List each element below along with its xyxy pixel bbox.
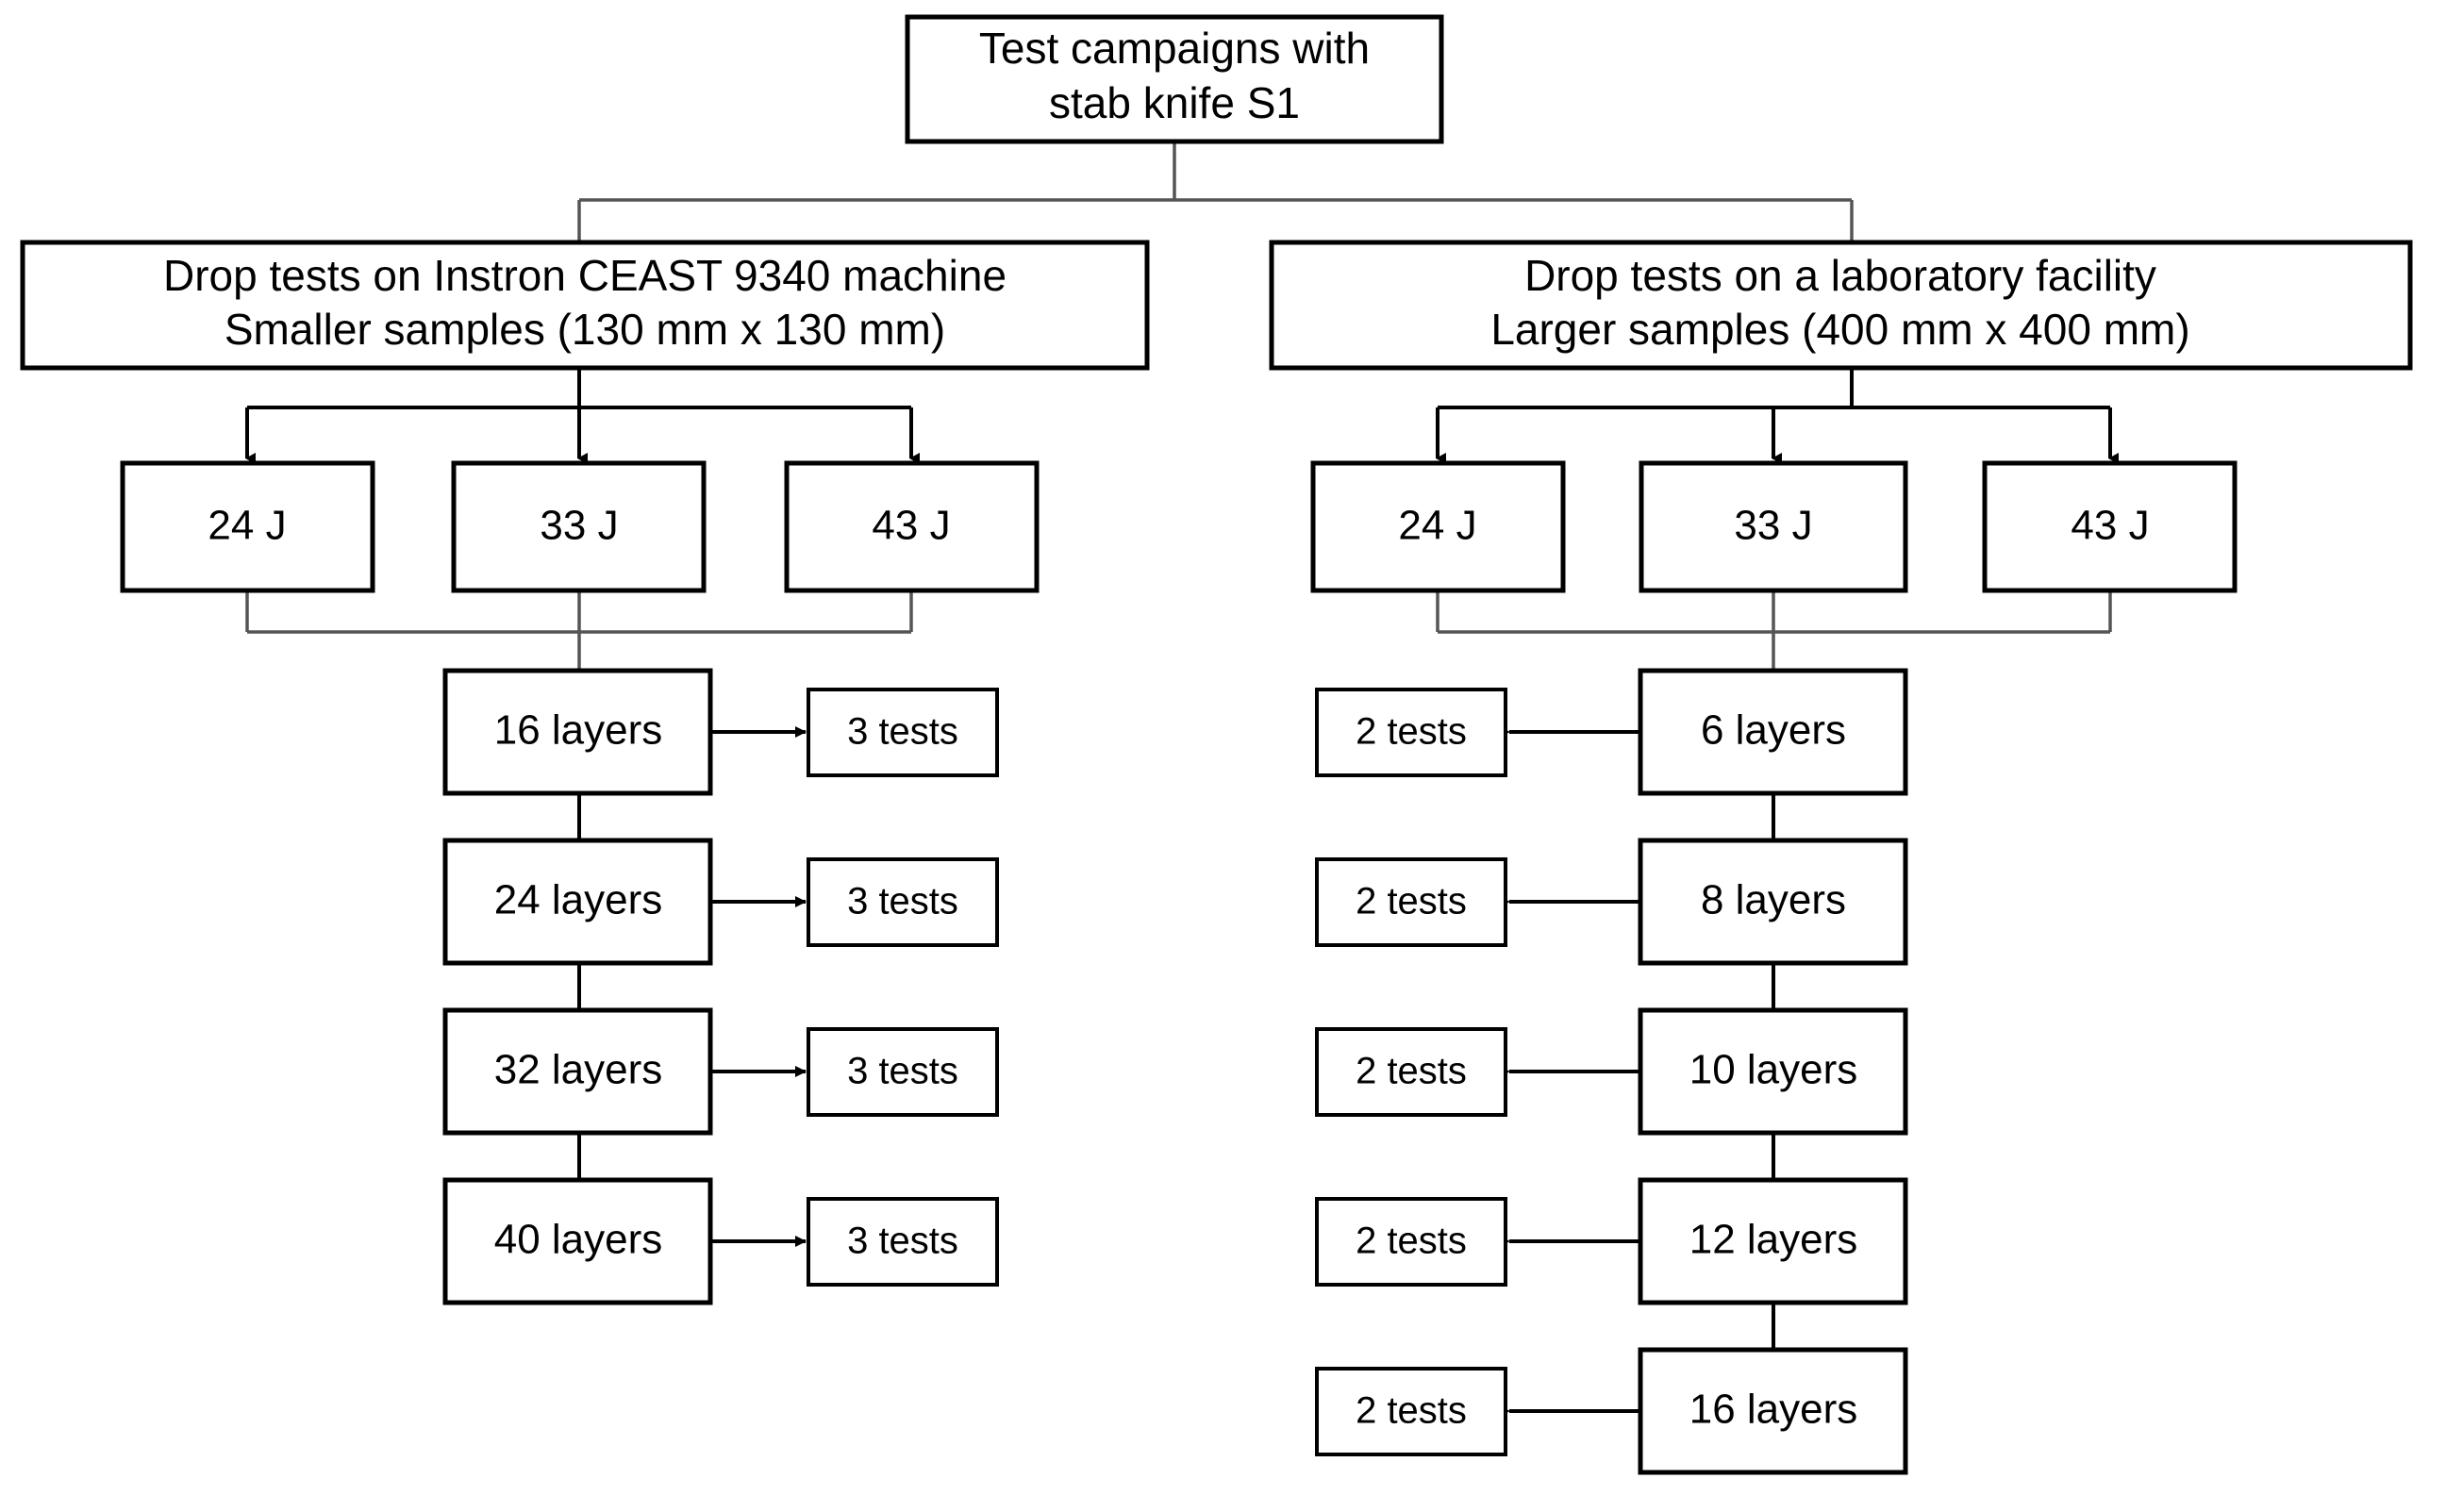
node-energy-laboratory-24j[interactable]: 24 J bbox=[1310, 460, 1566, 593]
node-header-laboratory[interactable]: Drop tests on a laboratory facility Larg… bbox=[1269, 240, 2413, 371]
edge-root-to-split bbox=[577, 141, 1854, 242]
tests-instron-0-box bbox=[807, 688, 999, 777]
tests-laboratory-1-box bbox=[1315, 857, 1507, 947]
layer-laboratory-4-label: 16 layers bbox=[1689, 1387, 1858, 1433]
energy-instron-2-label: 43 J bbox=[872, 503, 950, 549]
layer-laboratory-2-label: 10 layers bbox=[1689, 1047, 1858, 1093]
layer-laboratory-4-box bbox=[1638, 1347, 1908, 1475]
energy-instron-0-box bbox=[120, 460, 375, 593]
node-tests-laboratory-2[interactable]: 2 tests bbox=[1315, 1027, 1507, 1117]
layer-laboratory-0-label: 6 layers bbox=[1701, 707, 1846, 754]
tests-instron-3-box bbox=[807, 1197, 999, 1287]
node-layer-instron-32[interactable]: 32 layers bbox=[442, 1007, 713, 1136]
node-layer-laboratory-12[interactable]: 12 layers bbox=[1638, 1177, 1908, 1305]
energy-laboratory-1-label: 33 J bbox=[1734, 503, 1812, 549]
layer-instron-3-box bbox=[442, 1177, 713, 1305]
energy-laboratory-1-box bbox=[1639, 460, 1908, 593]
tests-laboratory-4-label: 2 tests bbox=[1356, 1390, 1467, 1432]
tests-instron-1-box bbox=[807, 857, 999, 947]
node-layer-instron-24[interactable]: 24 layers bbox=[442, 838, 713, 966]
energy-instron-2-box bbox=[784, 460, 1040, 593]
layer-laboratory-3-box bbox=[1638, 1177, 1908, 1305]
tests-laboratory-2-box bbox=[1315, 1027, 1507, 1117]
layer-laboratory-2-box bbox=[1638, 1007, 1908, 1136]
energy-instron-1-label: 33 J bbox=[540, 503, 618, 549]
layer-instron-0-box bbox=[442, 668, 713, 796]
header-instron-line2: Smaller samples (130 mm x 130 mm) bbox=[225, 305, 945, 354]
tests-instron-1-label: 3 tests bbox=[847, 881, 958, 922]
tests-laboratory-0-box bbox=[1315, 688, 1507, 777]
layer-instron-1-box bbox=[442, 838, 713, 966]
energy-instron-1-box bbox=[451, 460, 707, 593]
node-layer-instron-16[interactable]: 16 layers bbox=[442, 668, 713, 796]
node-tests-instron-0[interactable]: 3 tests bbox=[807, 688, 999, 777]
node-tests-instron-2[interactable]: 3 tests bbox=[807, 1027, 999, 1117]
layer-instron-2-box bbox=[442, 1007, 713, 1136]
tests-laboratory-3-label: 2 tests bbox=[1356, 1221, 1467, 1262]
layer-instron-3-label: 40 layers bbox=[494, 1217, 663, 1263]
layer-laboratory-3-label: 12 layers bbox=[1689, 1217, 1858, 1263]
tests-laboratory-2-label: 2 tests bbox=[1356, 1051, 1467, 1092]
layer-laboratory-1-label: 8 layers bbox=[1701, 877, 1846, 923]
tests-instron-2-box bbox=[807, 1027, 999, 1117]
node-layer-laboratory-6[interactable]: 6 layers bbox=[1638, 668, 1908, 796]
header-instron-line1: Drop tests on Instron CEAST 9340 machine bbox=[163, 251, 1007, 300]
node-tests-instron-3[interactable]: 3 tests bbox=[807, 1197, 999, 1287]
energy-laboratory-2-box bbox=[1982, 460, 2238, 593]
node-tests-instron-1[interactable]: 3 tests bbox=[807, 857, 999, 947]
edge-left-header-to-energies bbox=[245, 368, 920, 464]
title-node-box bbox=[905, 14, 1444, 144]
header-laboratory-line2: Larger samples (400 mm x 400 mm) bbox=[1490, 305, 2189, 354]
tests-laboratory-0-label: 2 tests bbox=[1356, 711, 1467, 753]
layer-laboratory-1-box bbox=[1638, 838, 1908, 966]
title-node-line1: Test campaigns with bbox=[979, 24, 1370, 73]
energy-laboratory-0-label: 24 J bbox=[1398, 503, 1476, 549]
node-energy-laboratory-43j[interactable]: 43 J bbox=[1982, 460, 2238, 593]
node-energy-instron-33j[interactable]: 33 J bbox=[451, 460, 707, 593]
node-title-campaign[interactable]: Test campaigns with stab knife S1 bbox=[905, 14, 1444, 144]
node-tests-laboratory-0[interactable]: 2 tests bbox=[1315, 688, 1507, 777]
tests-instron-3-label: 3 tests bbox=[847, 1221, 958, 1262]
layer-instron-2-label: 32 layers bbox=[494, 1047, 663, 1093]
node-layer-laboratory-10[interactable]: 10 layers bbox=[1638, 1007, 1908, 1136]
node-layer-laboratory-8[interactable]: 8 layers bbox=[1638, 838, 1908, 966]
node-energy-instron-43j[interactable]: 43 J bbox=[784, 460, 1040, 593]
tests-instron-2-label: 3 tests bbox=[847, 1051, 958, 1092]
tests-laboratory-3-box bbox=[1315, 1197, 1507, 1287]
layer-laboratory-0-box bbox=[1638, 668, 1908, 796]
tests-laboratory-4-box bbox=[1315, 1367, 1507, 1456]
tests-laboratory-1-label: 2 tests bbox=[1356, 881, 1467, 922]
energy-laboratory-0-box bbox=[1310, 460, 1566, 593]
node-tests-laboratory-4[interactable]: 2 tests bbox=[1315, 1367, 1507, 1456]
title-node-line2: stab knife S1 bbox=[1049, 78, 1300, 127]
tests-instron-0-label: 3 tests bbox=[847, 711, 958, 753]
node-header-instron[interactable]: Drop tests on Instron CEAST 9340 machine… bbox=[20, 240, 1150, 371]
node-energy-instron-24j[interactable]: 24 J bbox=[120, 460, 375, 593]
node-tests-laboratory-1[interactable]: 2 tests bbox=[1315, 857, 1507, 947]
header-instron-box bbox=[20, 240, 1150, 371]
edge-right-energies-merge bbox=[1436, 590, 2112, 671]
node-tests-laboratory-3[interactable]: 2 tests bbox=[1315, 1197, 1507, 1287]
energy-laboratory-2-label: 43 J bbox=[2071, 503, 2149, 549]
node-layer-instron-40[interactable]: 40 layers bbox=[442, 1177, 713, 1305]
header-laboratory-line1: Drop tests on a laboratory facility bbox=[1524, 251, 2156, 300]
header-laboratory-box bbox=[1269, 240, 2413, 371]
node-layer-laboratory-16[interactable]: 16 layers bbox=[1638, 1347, 1908, 1475]
energy-instron-0-label: 24 J bbox=[208, 503, 286, 549]
edge-left-energies-merge bbox=[245, 590, 913, 671]
edge-right-layer-to-tests bbox=[1499, 726, 1640, 1417]
edge-right-header-to-energies bbox=[1436, 368, 2119, 464]
edge-left-layer-to-tests bbox=[710, 726, 807, 1247]
layer-instron-1-label: 24 layers bbox=[494, 877, 663, 923]
layer-instron-0-label: 16 layers bbox=[494, 707, 663, 754]
node-energy-laboratory-33j[interactable]: 33 J bbox=[1639, 460, 1908, 593]
